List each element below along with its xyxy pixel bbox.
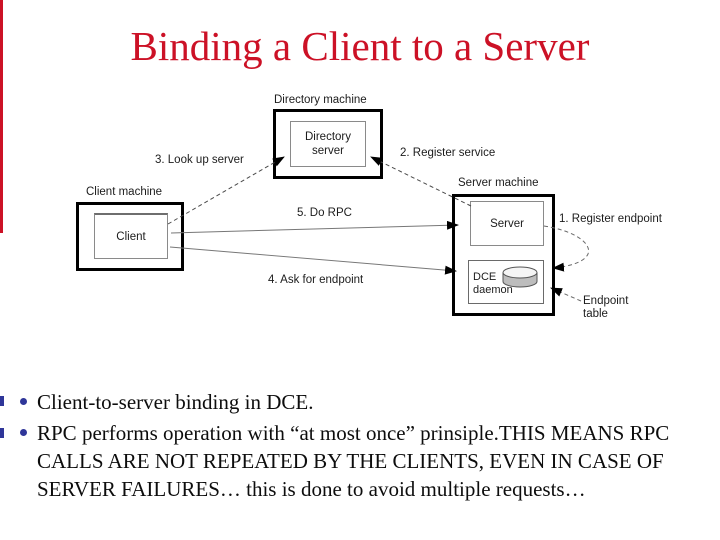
scan-artifact-blue-mark	[0, 396, 4, 406]
arrow-ask-for-endpoint	[169, 246, 457, 275]
client-machine-label: Client machine	[86, 186, 163, 198]
bullet-list: Client-to-server binding in DCE. RPC per…	[16, 388, 697, 503]
step-register-endpoint-label: 1. Register endpoint	[559, 213, 662, 225]
step-register-service-label: 2. Register service	[400, 147, 496, 159]
bullet-item: RPC performs operation with “at most onc…	[16, 419, 697, 503]
server-machine-label: Server machine	[458, 177, 539, 189]
directory-machine-label: Directory machine	[274, 94, 367, 106]
client-box: Client	[94, 213, 168, 259]
scan-artifact-red-strip	[0, 0, 3, 233]
directory-server-box: Directory server	[290, 121, 366, 167]
scan-artifact-blue-mark	[0, 428, 4, 438]
server-label: Server	[490, 217, 524, 230]
bullet-item: Client-to-server binding in DCE.	[16, 388, 697, 416]
endpoint-table-pointer	[550, 287, 582, 302]
dce-daemon-label: DCE daemon	[473, 271, 513, 296]
dce-binding-diagram: Directory machine Client machine Server …	[0, 85, 720, 325]
step-look-up-server-label: 3. Look up server	[155, 154, 244, 166]
slide-title: Binding a Client to a Server	[130, 23, 590, 69]
arrow-do-rpc	[170, 220, 459, 234]
step-do-rpc-label: 5. Do RPC	[297, 207, 352, 219]
arrow-look-up-server	[167, 156, 285, 225]
step-ask-for-endpoint-label: 4. Ask for endpoint	[268, 274, 364, 286]
server-box: Server	[470, 201, 544, 246]
client-label: Client	[116, 230, 146, 243]
directory-server-label: Directory server	[304, 131, 351, 157]
endpoint-table-label: Endpoint table	[583, 295, 629, 320]
